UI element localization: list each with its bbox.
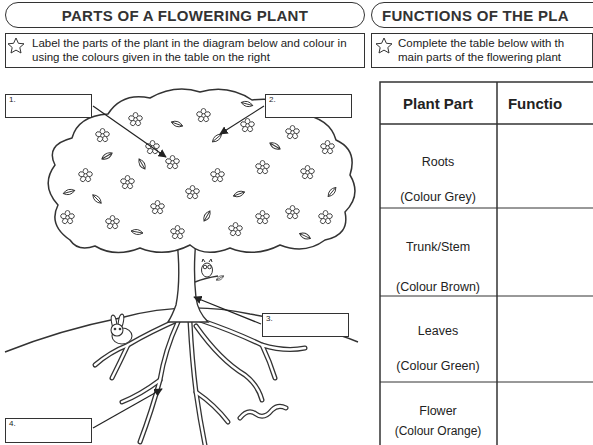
leaves — [63, 100, 338, 282]
panel-title: PARTS OF A FLOWERING PLANT — [62, 7, 308, 24]
label-box: 4. — [5, 418, 92, 443]
table-cell: Leaves — [418, 324, 458, 338]
title-banner: PARTS OF A FLOWERING PLANT — [5, 2, 365, 28]
table-cell: Roots — [422, 155, 455, 169]
instruction-text: Complete the table below with th main pa… — [398, 37, 588, 64]
function-table — [380, 82, 593, 445]
title-banner: FUNCTIONS OF THE PLA — [371, 2, 593, 28]
instruction-box: Complete the table below with th main pa… — [371, 33, 593, 68]
label-box: 1. — [5, 94, 92, 118]
callout-number: 2. — [269, 96, 348, 105]
label-box: 3. — [262, 313, 349, 337]
table-cell: (Colour Orange) — [395, 424, 482, 438]
star-icon — [8, 38, 24, 53]
table-cell: (Colour Grey) — [400, 190, 476, 204]
flowers — [60, 108, 335, 239]
trunk — [168, 240, 208, 322]
table-cell: Flower — [419, 404, 457, 418]
roots — [95, 318, 305, 445]
owl — [202, 259, 213, 277]
tree-canopy — [48, 89, 355, 252]
worm — [240, 406, 286, 418]
star-icon — [376, 38, 392, 53]
table-header: Functio — [508, 95, 562, 112]
table-cell: (Colour Brown) — [396, 280, 480, 294]
table-cell: Trunk/Stem — [406, 240, 470, 254]
table-cell: (Colour Green) — [396, 359, 479, 373]
table-header: Plant Part — [403, 95, 473, 112]
callout-number: 4. — [9, 420, 88, 429]
instruction-box: Label the parts of the plant in the diag… — [5, 33, 365, 68]
leader-arrows — [93, 106, 264, 428]
label-box: 2. — [265, 94, 352, 118]
roots — [95, 318, 305, 445]
panel-title: FUNCTIONS OF THE PLA — [382, 7, 569, 24]
callout-number: 3. — [266, 315, 345, 324]
callout-number: 1. — [9, 96, 88, 105]
instruction-text: Label the parts of the plant in the diag… — [32, 37, 360, 64]
rabbit — [110, 314, 132, 344]
